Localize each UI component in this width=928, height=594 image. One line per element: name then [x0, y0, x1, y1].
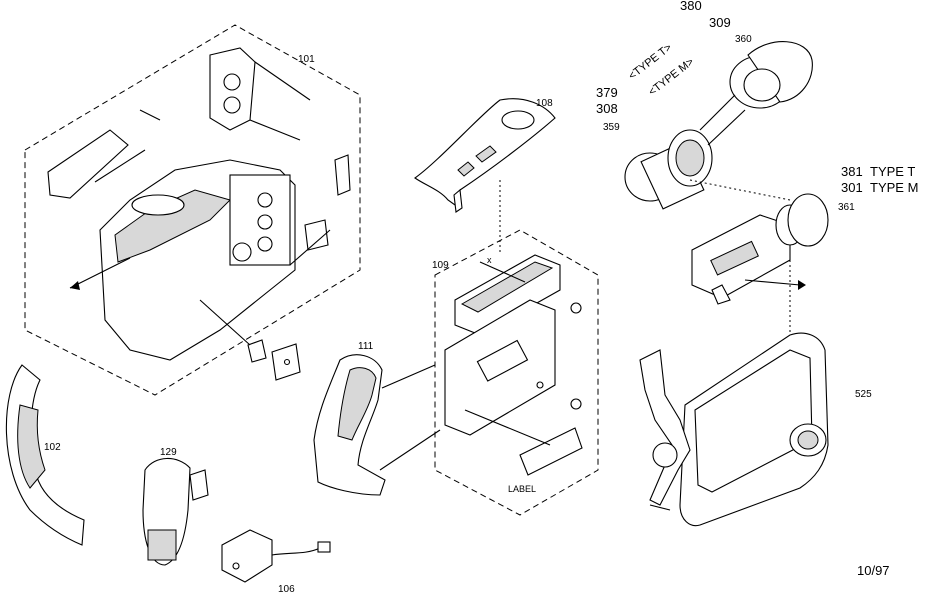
grip-cover-129	[142, 457, 209, 566]
grip-strap-102	[5, 364, 85, 546]
viewfinder-361	[689, 179, 829, 305]
callout-309: 309	[709, 15, 731, 30]
top-plate-108	[414, 98, 556, 213]
callout-111: 111	[358, 341, 374, 352]
callout-108: 108	[536, 98, 553, 109]
callout-308: 308	[596, 101, 618, 116]
callout-525: 525	[855, 389, 872, 400]
variant-type-m: TYPE M	[870, 180, 918, 195]
chassis-group-101	[24, 24, 361, 396]
callout-301: 301	[841, 180, 863, 195]
axis-mark-x: x	[487, 255, 492, 265]
callout-109: 109	[432, 260, 449, 271]
callout-381: 381	[841, 164, 863, 179]
connector-106	[221, 529, 331, 583]
date-code: 10/97	[857, 563, 890, 578]
variant-type-t: TYPE T	[870, 164, 915, 179]
callout-360: 360	[735, 34, 752, 45]
callout-379: 379	[596, 85, 618, 100]
eyepiece-lens-assembly	[624, 41, 813, 210]
label-plate-text: LABEL	[508, 484, 536, 494]
hand-grip-111	[313, 354, 441, 496]
callout-101: 101	[298, 54, 315, 65]
callout-380: 380	[680, 0, 702, 13]
callout-106: 106	[278, 584, 295, 594]
callout-129: 129	[160, 447, 177, 458]
battery-case-109	[434, 229, 599, 516]
callout-102: 102	[44, 442, 61, 453]
callout-359: 359	[603, 122, 620, 133]
callout-361: 361	[838, 202, 855, 213]
side-cover-525	[639, 332, 829, 527]
